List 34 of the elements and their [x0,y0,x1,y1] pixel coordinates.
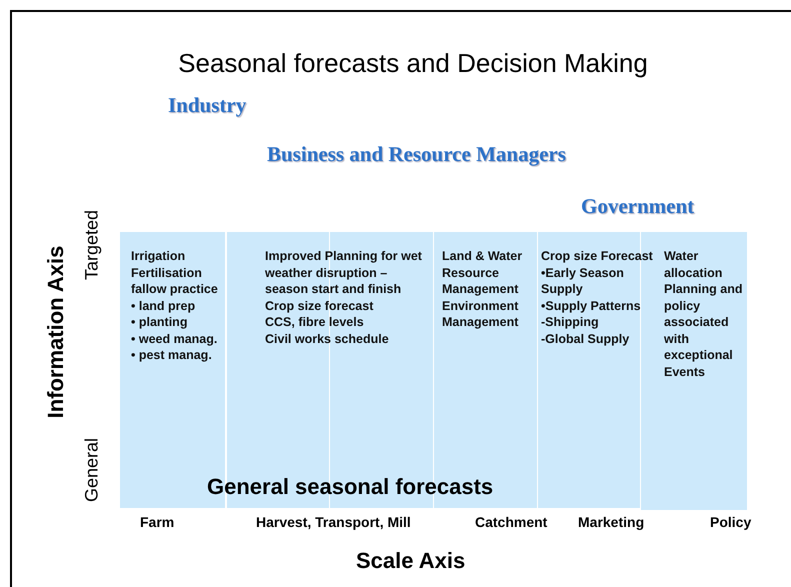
axis-tick-label: Policy [710,514,752,530]
axis-tick-label: Marketing [578,514,644,530]
list-item: • land prep [131,298,196,314]
axis-tick-label: Targeted [82,210,102,280]
list-item: Civil works schedule [265,330,390,347]
list-item: CCS, fibre levels [265,314,365,330]
band-label: General seasonal forecasts [207,474,494,500]
list-item: Crop size forecast [265,298,374,314]
list-item: -Global Supply [541,330,630,347]
list-item: • pest manag. [131,347,213,364]
title: Seasonal forecasts and Decision Making [177,48,649,79]
list-item: Crop size Forecast [541,248,654,264]
list-item: Fertilisation [131,264,203,281]
axis-title: Scale Axis [356,548,466,574]
list-item: Improved Planning for wet weather disruption – season start and finish [265,248,423,298]
list-item: Environment Management [442,298,520,330]
list-item: Land & Water Resource Management [442,248,524,298]
list-item: •Early Season Supply [541,264,625,298]
axis-tick-label: General [82,438,102,502]
header-text: Industry [168,93,246,118]
list-item: Water allocation [664,248,724,281]
header-text: Business and Resource Managers [267,142,566,167]
list-item: fallow practice [131,281,219,298]
axis-tick-label: Harvest, Transport, Mill [256,514,411,530]
list-item: • weed manag. [131,330,218,347]
axis-tick-label: Catchment [475,514,548,530]
list-item: Planning and policy associated with exceptional Events [664,281,744,380]
list-item: •Supply Patterns [541,298,642,314]
list-item: Irrigation [131,248,186,264]
list-item: -Shipping [541,314,600,330]
list-item: • planting [131,314,188,330]
axis-tick-label: Farm [140,514,174,530]
axis-title: Information Axis [43,246,69,418]
header-text: Government [581,194,694,219]
